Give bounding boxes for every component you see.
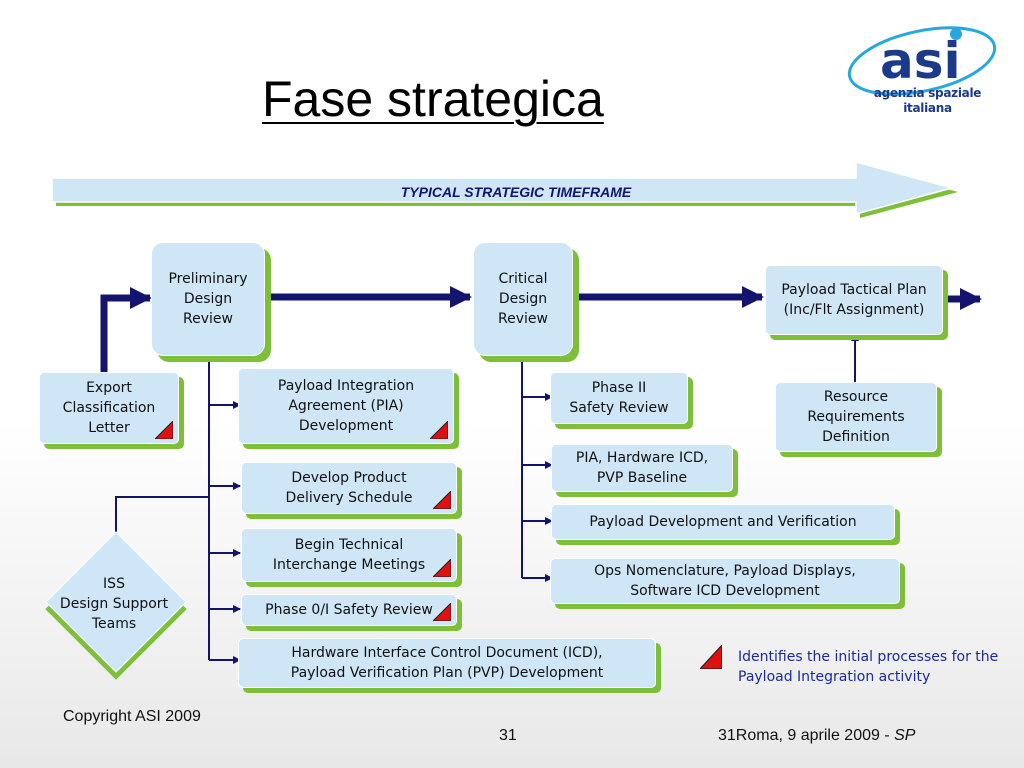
footer-place-date: 31Roma, 9 aprile 2009 - SP: [718, 727, 915, 745]
export-classification-letter-box: Export Classification Letter: [39, 372, 179, 444]
delivery-schedule-label: Develop Product Delivery Schedule: [285, 470, 413, 506]
phase-2-safety-review-box: Phase II Safety Review: [550, 372, 688, 424]
initial-process-flag-icon: [433, 559, 451, 577]
phase-0-safety-review-box: Phase 0/I Safety Review: [241, 594, 457, 626]
phase-0-safety-review-label: Phase 0/I Safety Review: [265, 602, 433, 618]
initial-process-flag-icon: [430, 421, 448, 439]
payload-tactical-plan-box: Payload Tactical Plan (Inc/Flt Assignmen…: [765, 265, 943, 335]
initial-process-flag-icon: [433, 603, 451, 621]
logo-subtitle: agenzia spaziale italiana: [870, 86, 985, 116]
initial-process-flag-icon: [155, 421, 173, 439]
legend-text: Identifies the initial processes for the…: [738, 649, 999, 685]
timeframe-label: TYPICAL STRATEGIC TIMEFRAME: [400, 184, 632, 200]
export-to-pdr-arrow: [100, 287, 152, 372]
footer-place-prefix: 31Roma, 9 aprile 2009 -: [718, 727, 895, 744]
footer-place-suffix: SP: [894, 727, 916, 744]
footer-copyright: Copyright ASI 2009: [63, 708, 201, 725]
ops-nomenclature-box: Ops Nomenclature, Payload Displays, Soft…: [550, 558, 900, 604]
critical-design-review-box: Critical Design Review: [473, 242, 573, 356]
pia-development-label: Payload Integration Agreement (PIA) Deve…: [277, 378, 415, 434]
initial-process-flag-icon: [433, 491, 451, 509]
legend-flag-icon: [700, 645, 722, 669]
payload-development-verification-box: Payload Development and Verification: [551, 504, 895, 540]
resource-requirements-definition-box: Resource Requirements Definition: [775, 382, 937, 452]
asi-logo-mark: asi: [847, 26, 997, 96]
logo-mark-text: asi: [880, 32, 961, 90]
technical-interchange-label: Begin Technical Interchange Meetings: [272, 537, 426, 573]
asi-logo: asi agenzia spaziale italiana: [842, 16, 1002, 126]
logo-subtitle-line1: agenzia spaziale: [873, 86, 982, 100]
pia-icd-pvp-baseline-box: PIA, Hardware ICD, PVP Baseline: [551, 444, 733, 492]
preliminary-design-review-box: Preliminary Design Review: [151, 242, 265, 356]
pia-development-box: Payload Integration Agreement (PIA) Deve…: [238, 368, 454, 444]
slide-title: Fase strategica: [262, 71, 604, 127]
icd-pvp-development-box: Hardware Interface Control Document (ICD…: [238, 638, 656, 688]
export-classification-letter-label: Export Classification Letter: [62, 380, 156, 436]
timeframe-arrow: [52, 162, 958, 218]
iss-to-branch-line: [115, 496, 209, 532]
iss-design-support-teams-label: ISS Design Support Teams: [59, 576, 169, 632]
logo-subtitle-line2: italiana: [903, 101, 952, 115]
footer-page-number: 31: [499, 727, 517, 744]
technical-interchange-box: Begin Technical Interchange Meetings: [241, 528, 457, 582]
iss-design-support-teams-diamond: ISS Design Support Teams: [38, 530, 190, 673]
delivery-schedule-box: Develop Product Delivery Schedule: [241, 462, 457, 514]
